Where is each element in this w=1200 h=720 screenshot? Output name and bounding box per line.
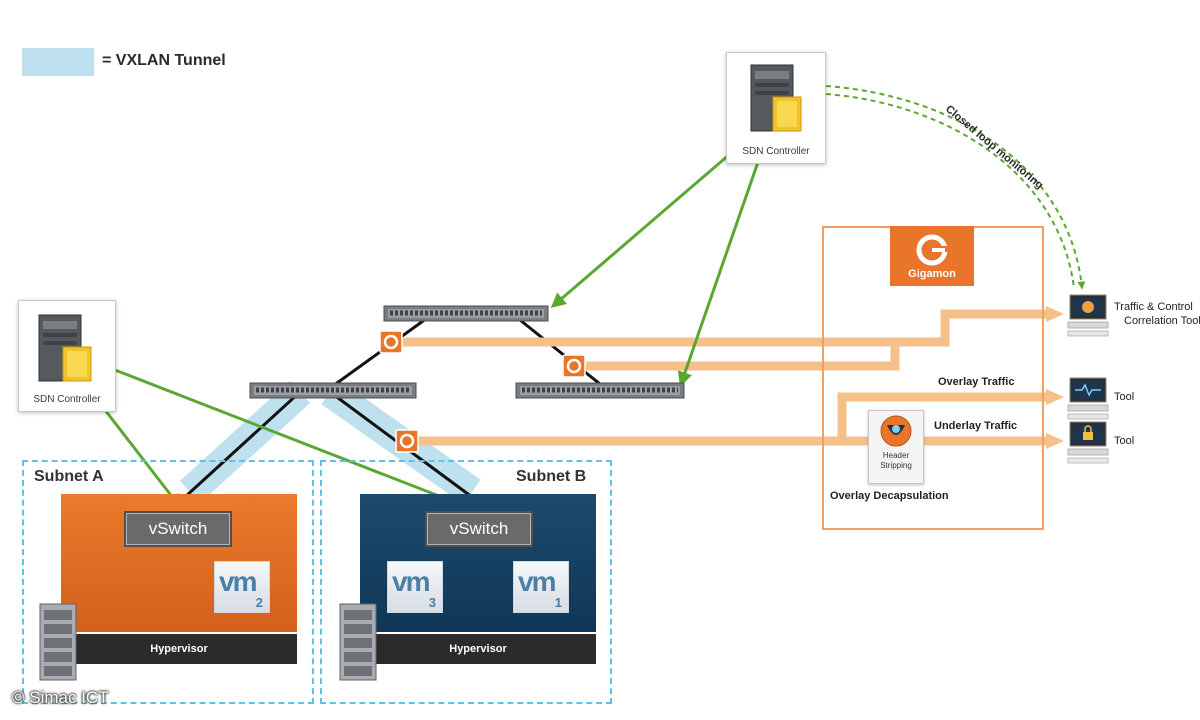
- legend-label: = VXLAN Tunnel: [102, 52, 226, 69]
- closed-loop-path-2: [825, 93, 1075, 289]
- header-stripping-label: Header Stripping: [880, 451, 912, 470]
- sdn-controller-label: SDN Controller: [33, 394, 101, 405]
- gigamon-tap-icon: [562, 354, 586, 378]
- legend-swatch: [22, 48, 94, 76]
- vm-logo-text: vm: [518, 566, 556, 597]
- gigamon-tap-icon: [379, 330, 403, 354]
- sdn-link-top-switch1: [550, 152, 731, 308]
- tool-label: Tool: [1114, 391, 1135, 403]
- subnet-a: [22, 460, 314, 704]
- vm-number: 1: [554, 595, 562, 610]
- underlay-traffic-label: Underlay Traffic: [934, 420, 1018, 432]
- vm-tile: vm 2: [214, 561, 270, 613]
- gigamon-logo-icon: [916, 234, 948, 266]
- network-switch-right: [515, 382, 685, 399]
- gigamon-tap-icon: [395, 429, 419, 453]
- vm-tile: vm 1: [513, 561, 569, 613]
- network-switch-left: [249, 382, 417, 399]
- monitor-icon: [1067, 377, 1109, 420]
- vm-logo-text: vm: [392, 566, 430, 597]
- server-icon: [750, 64, 802, 132]
- link-switch1-switch3: [514, 314, 601, 386]
- gigamon-brand: Gigamon: [908, 268, 956, 280]
- traffic-path-switch1: [392, 309, 1048, 347]
- monitor-icon: [1067, 421, 1109, 464]
- traffic-arrow-3: [1046, 433, 1064, 449]
- rack-server-icon: [339, 603, 377, 681]
- traffic-path-overlay: [408, 392, 1048, 446]
- closed-loop-path-1: [825, 85, 1086, 290]
- traffic-path-switch3: [578, 342, 900, 371]
- link-switch2-vswitchA: [183, 390, 302, 499]
- correlation-tool-label: Traffic & Control Correlation Tool: [1114, 301, 1200, 327]
- copyright-watermark: © Simac ICT: [12, 688, 109, 707]
- traffic-arrow-2: [1046, 389, 1064, 405]
- overlay-decapsulation-label: Overlay Decapsulation: [830, 490, 949, 502]
- header-stripping-icon: [880, 415, 912, 447]
- sdn-controller-label: SDN Controller: [742, 146, 810, 157]
- hypervisor-b: Hypervisor: [360, 634, 596, 664]
- sdn-controller-top: SDN Controller: [726, 52, 826, 164]
- sdn-link-top-switch3: [677, 161, 760, 387]
- server-icon: [38, 314, 92, 382]
- closed-loop-label: Closed loop monitoring: [943, 103, 1045, 192]
- vswitch-b: vSwitch: [427, 513, 531, 545]
- vm-logo-text: vm: [219, 566, 257, 597]
- gigamon-logo: Gigamon: [890, 226, 974, 286]
- subnet-b: [320, 460, 612, 704]
- vm-tile: vm 3: [387, 561, 443, 613]
- sdn-link-left-vswitchA: [103, 409, 182, 510]
- rack-server-icon: [39, 603, 77, 681]
- sdn-link-left-vswitchB: [114, 368, 478, 513]
- sdn-controller-left: SDN Controller: [18, 300, 116, 412]
- vm-number: 2: [255, 595, 263, 610]
- network-switch-top: [383, 305, 549, 322]
- subnet-a-label: Subnet A: [34, 468, 104, 485]
- overlay-traffic-label: Overlay Traffic: [938, 376, 1015, 388]
- hypervisor-a: Hypervisor: [61, 634, 297, 664]
- vm-number: 3: [428, 595, 436, 610]
- header-stripping-box: Header Stripping: [868, 410, 924, 484]
- vswitch-a: vSwitch: [126, 513, 230, 545]
- traffic-arrow-1: [1046, 306, 1064, 322]
- monitor-icon: [1067, 294, 1109, 337]
- subnet-b-label: Subnet B: [516, 468, 587, 485]
- tool-label: Tool: [1114, 435, 1135, 447]
